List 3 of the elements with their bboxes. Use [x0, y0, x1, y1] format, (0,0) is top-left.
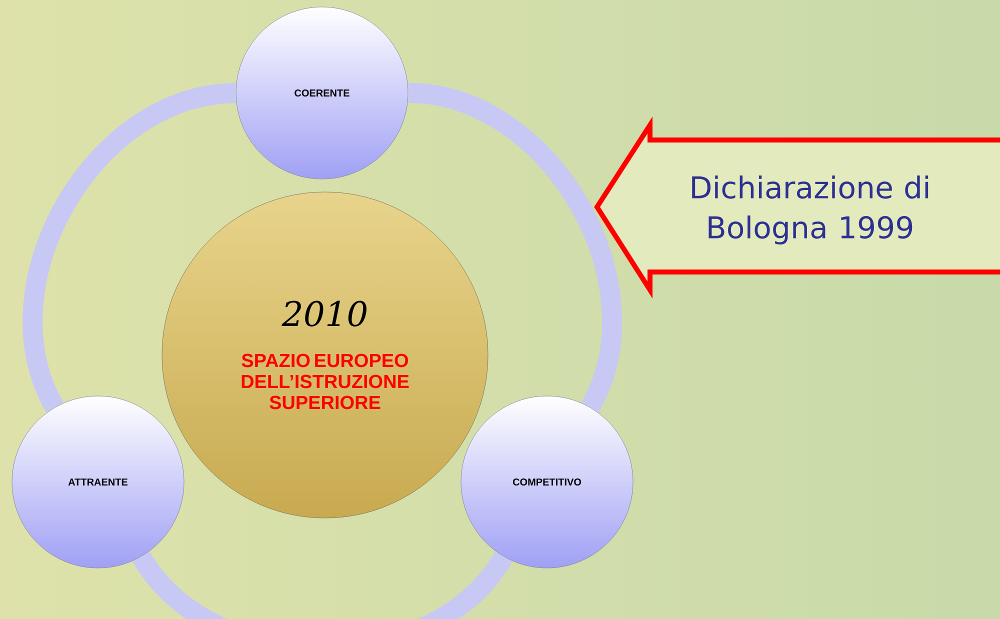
ring-arc: [133, 550, 512, 619]
ring-arc: [23, 83, 237, 412]
ring-arc: [407, 83, 622, 412]
